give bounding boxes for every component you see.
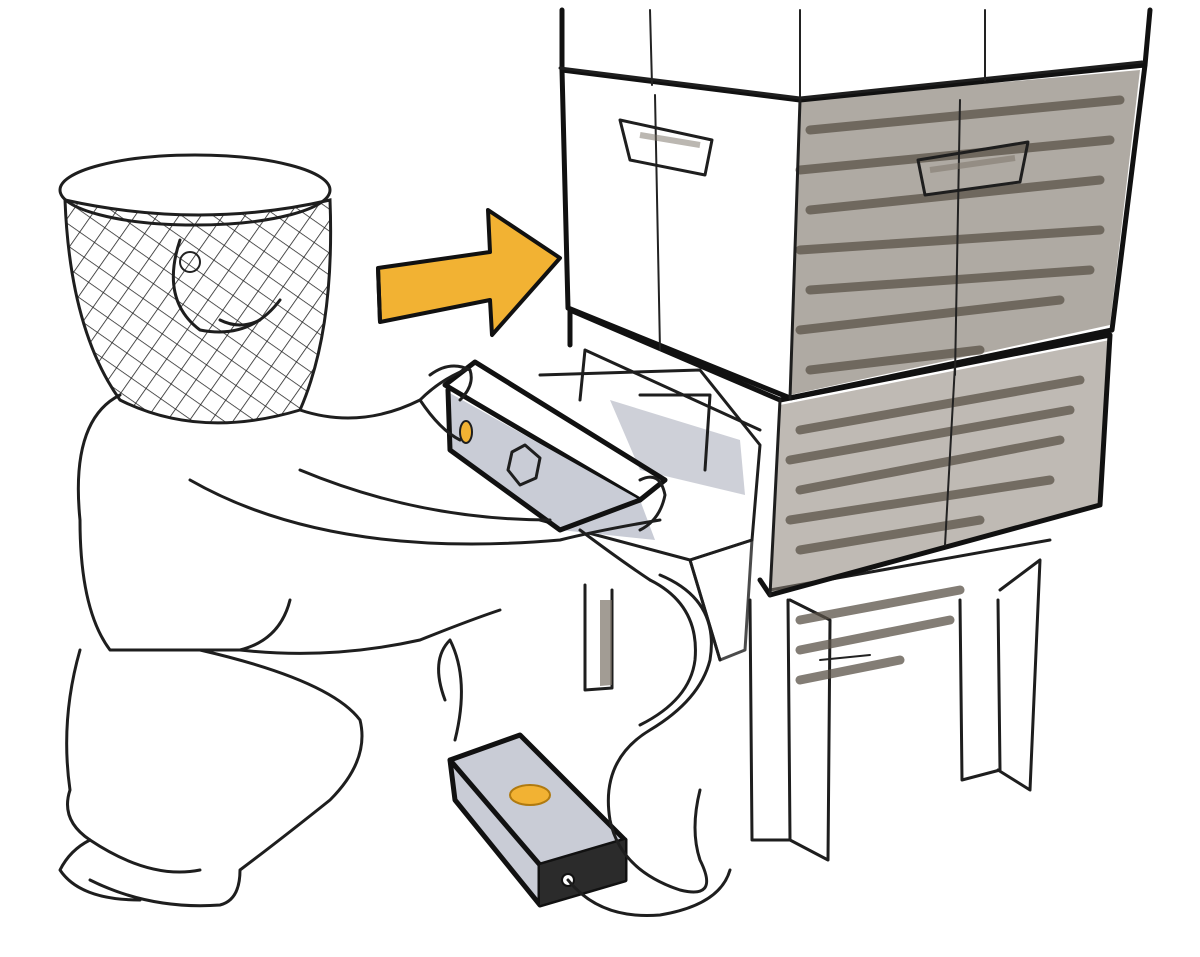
veil-mesh [63,198,333,425]
heater-frame [442,359,668,540]
upper-hive-box [559,62,1148,401]
controller-box [447,732,628,908]
handle-left [618,118,714,177]
open-drawer [538,348,762,662]
frame-hex-icon [506,443,542,487]
yellow-button-icon [509,784,551,806]
arrow-right-icon [376,208,562,337]
handle-right [916,140,1030,197]
top-hive-box [558,7,1153,100]
frame-yellow-dot-icon [459,420,473,444]
hive-stand [583,538,1052,862]
lower-hive-box [567,307,1113,598]
power-cable [437,573,732,918]
beekeeper-figure [58,153,667,908]
